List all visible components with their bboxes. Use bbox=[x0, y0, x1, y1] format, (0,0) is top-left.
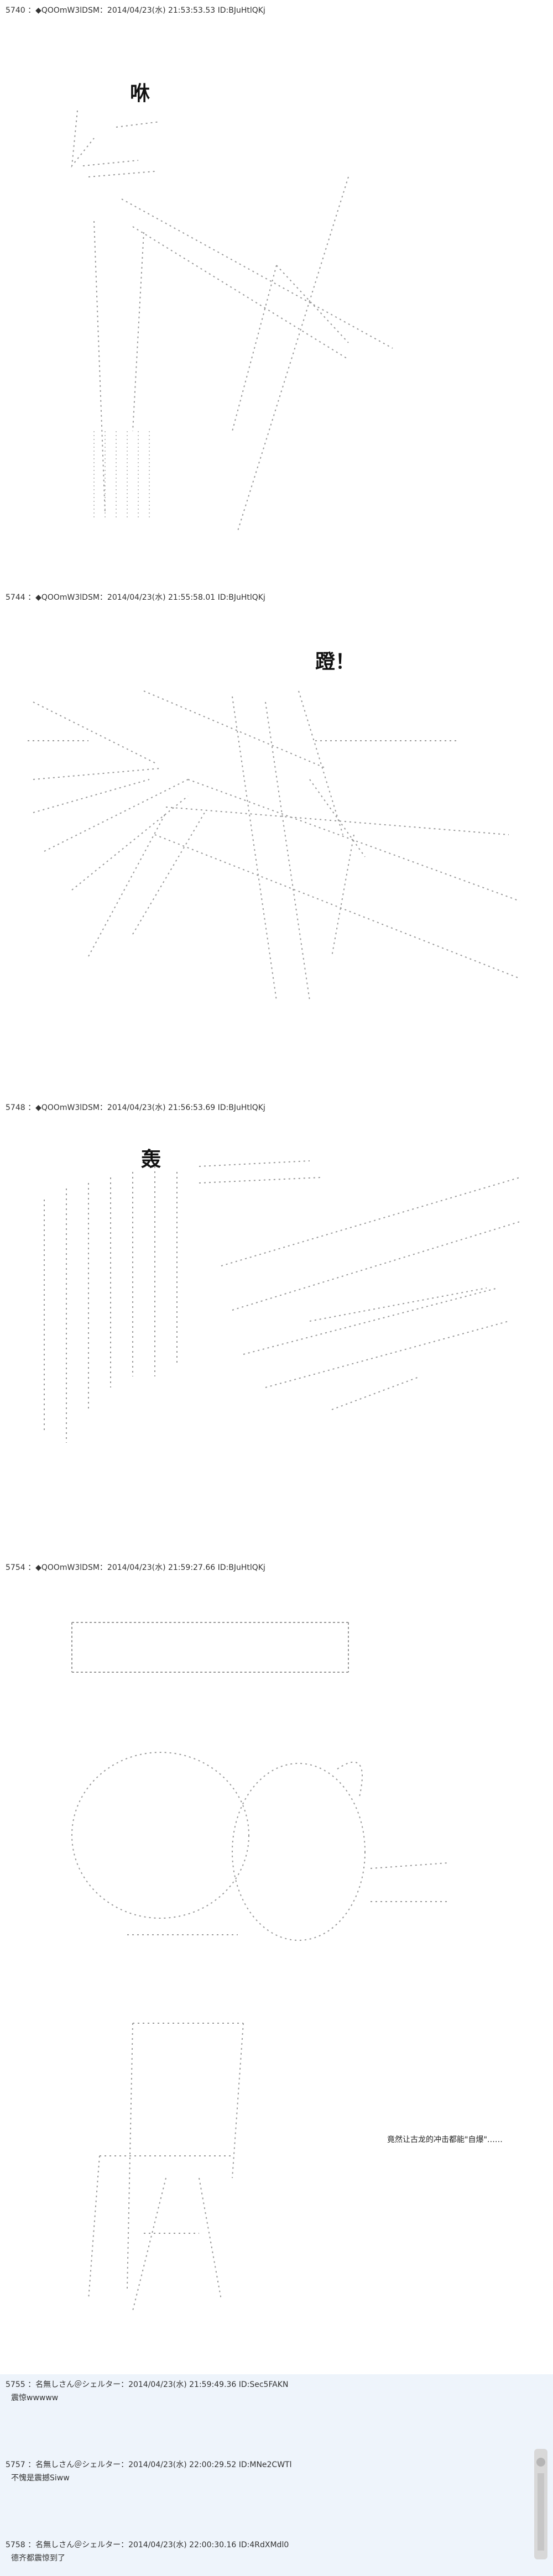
dmzj-watermark-icon bbox=[533, 2449, 549, 2559]
sound-effect: 轰 bbox=[141, 1148, 161, 1171]
reply-post: 5755 ：名無しさん＠シェルター：2014/04/23(水) 21:59:49… bbox=[6, 2379, 288, 2403]
ascii-art-character-group bbox=[61, 1736, 459, 1968]
ascii-art-explosion bbox=[33, 1155, 531, 1454]
ascii-art-dash bbox=[22, 669, 542, 1012]
reply-section: 5755 ：名無しさん＠シェルター：2014/04/23(水) 21:59:49… bbox=[0, 2374, 553, 2576]
reply-header: 5757 ：名無しさん＠シェルター：2014/04/23(水) 22:00:29… bbox=[6, 2460, 292, 2469]
reply-text: 德齐都震惊到了 bbox=[11, 2554, 65, 2563]
post-header: 5754 ：◆QOOmW3lDSM：2014/04/23(水) 21:59:27… bbox=[6, 1563, 265, 1572]
ascii-art-character bbox=[66, 2012, 265, 2322]
ascii-art-slash bbox=[61, 100, 404, 531]
narration-caption: 竟然让古龙的冲击都能"自爆"…… bbox=[387, 2135, 503, 2144]
reply-text: 不愧是震撼Siww bbox=[11, 2474, 70, 2483]
post-header: 5744 ：◆QOOmW3lDSM：2014/04/23(水) 21:55:58… bbox=[6, 593, 265, 602]
reply-post: 5758 ：名無しさん＠シェルター：2014/04/23(水) 22:00:30… bbox=[6, 2539, 289, 2563]
post-header: 5748 ：◆QOOmW3lDSM：2014/04/23(水) 21:56:53… bbox=[6, 1103, 265, 1112]
ascii-art-bubble bbox=[66, 1611, 354, 1683]
reply-header: 5755 ：名無しさん＠シェルター：2014/04/23(水) 21:59:49… bbox=[6, 2380, 289, 2389]
reply-header: 5758 ：名無しさん＠シェルター：2014/04/23(水) 22:00:30… bbox=[6, 2541, 289, 2549]
reply-post: 5757 ：名無しさん＠シェルター：2014/04/23(水) 22:00:29… bbox=[6, 2459, 292, 2483]
reply-text: 震惊wwwww bbox=[11, 2394, 59, 2402]
sound-effect: 咻 bbox=[130, 82, 150, 105]
sound-effect: 蹬！ bbox=[315, 651, 356, 673]
post-header: 5740 ：◆QOOmW3lDSM：2014/04/23(水) 21:53:53… bbox=[6, 6, 265, 15]
